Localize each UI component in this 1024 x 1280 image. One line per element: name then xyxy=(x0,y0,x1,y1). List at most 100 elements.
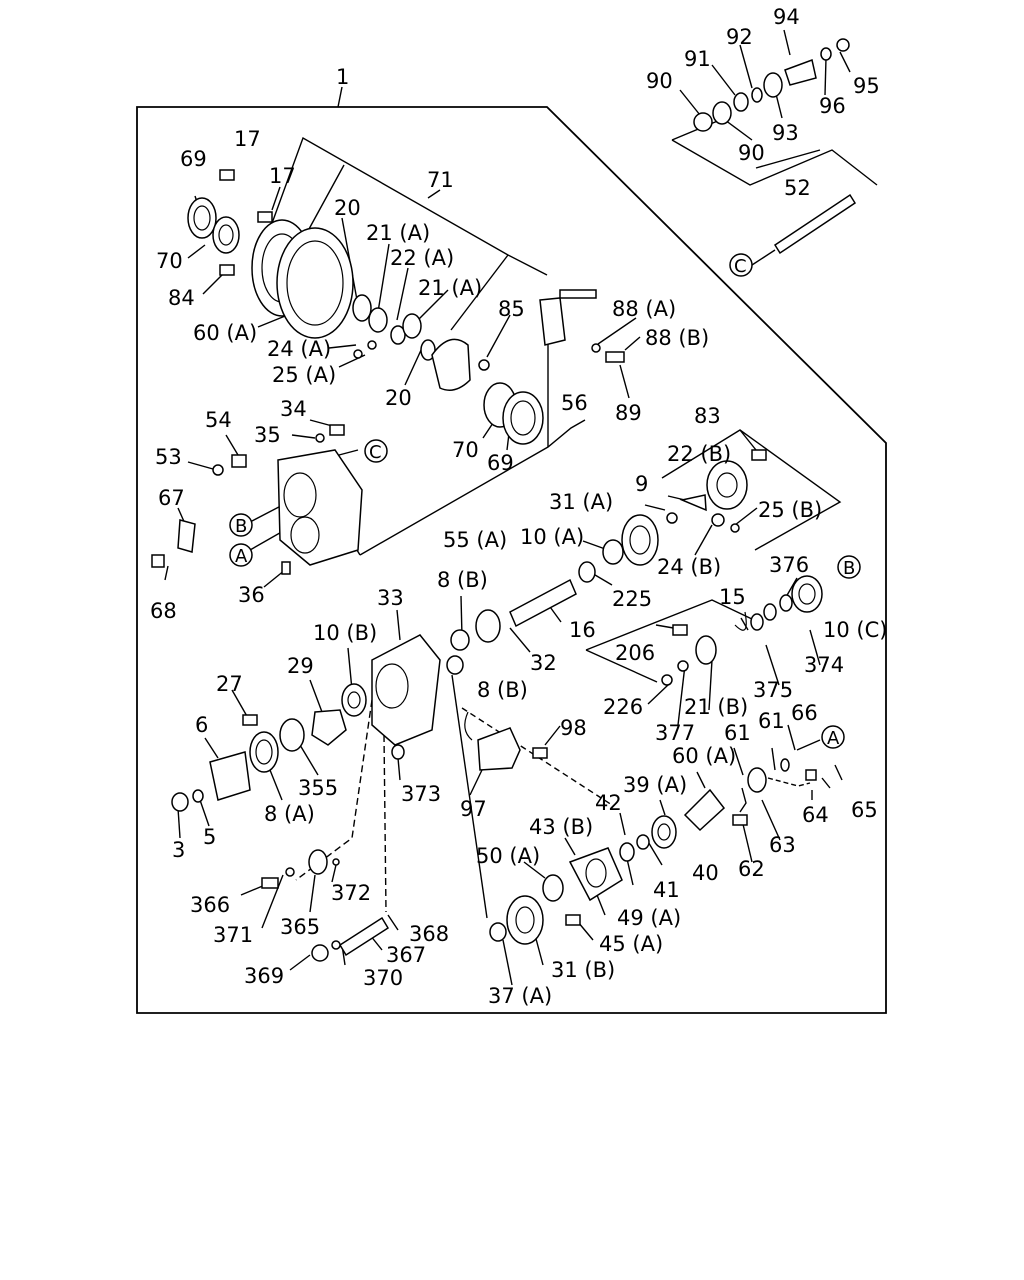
callout-70b: 70 xyxy=(452,438,479,462)
callout-29: 29 xyxy=(287,654,314,678)
reference-marks: C C B B A A xyxy=(229,253,861,749)
callout-22a: 22 (A) xyxy=(390,246,454,270)
callout-226: 226 xyxy=(603,695,643,719)
callout-39a: 39 (A) xyxy=(623,773,687,797)
callout-65: 65 xyxy=(851,798,878,822)
callout-377: 377 xyxy=(655,721,695,745)
callout-88a: 88 (A) xyxy=(612,297,676,321)
callout-31a: 31 (A) xyxy=(549,490,613,514)
callout-27: 27 xyxy=(216,672,243,696)
ref-mark-a-housing: A xyxy=(235,546,248,567)
callout-62: 62 xyxy=(738,857,765,881)
ref-mark-c-housing: C xyxy=(369,442,382,463)
callout-355: 355 xyxy=(298,776,338,800)
callout-32: 32 xyxy=(530,651,557,675)
callout-6: 6 xyxy=(195,713,208,737)
callout-labels: 1 17 17 69 70 84 60 (A) 71 20 21 (A) 22 … xyxy=(150,5,887,1008)
callout-85: 85 xyxy=(498,297,525,321)
callout-61b: 61 xyxy=(758,709,785,733)
callout-17a: 17 xyxy=(234,127,261,151)
callout-5: 5 xyxy=(203,825,216,849)
callout-10c: 10 (C) xyxy=(823,618,887,642)
callout-41: 41 xyxy=(653,878,680,902)
callout-1: 1 xyxy=(336,65,349,89)
callout-97: 97 xyxy=(460,797,487,821)
callout-64: 64 xyxy=(802,803,829,827)
callout-42: 42 xyxy=(595,791,622,815)
callout-71: 71 xyxy=(427,168,454,192)
callout-10a: 10 (A) xyxy=(520,525,584,549)
callout-37a: 37 (A) xyxy=(488,984,552,1008)
callout-43b: 43 (B) xyxy=(529,815,593,839)
callout-370: 370 xyxy=(363,966,403,990)
callout-63: 63 xyxy=(769,833,796,857)
callout-40: 40 xyxy=(692,861,719,885)
ref-mark-b-housing: B xyxy=(235,516,247,537)
callout-9: 9 xyxy=(635,472,648,496)
callout-84: 84 xyxy=(168,286,195,310)
parts-drawing xyxy=(151,38,857,962)
callout-20b: 20 xyxy=(385,386,412,410)
callout-21a2: 21 (A) xyxy=(418,276,482,300)
callout-50a: 50 (A) xyxy=(476,844,540,868)
callout-95: 95 xyxy=(853,74,880,98)
callout-22b: 22 (B) xyxy=(667,442,731,466)
ref-mark-b-right: B xyxy=(843,558,855,579)
callout-55a: 55 (A) xyxy=(443,528,507,552)
callout-89: 89 xyxy=(615,401,642,425)
callout-61a: 61 xyxy=(724,721,751,745)
callout-66: 66 xyxy=(791,701,818,725)
callout-25a: 25 (A) xyxy=(272,363,336,387)
callout-45a: 45 (A) xyxy=(599,932,663,956)
leader-lines xyxy=(164,29,878,986)
callout-21b: 21 (B) xyxy=(684,695,748,719)
callout-56: 56 xyxy=(561,391,588,415)
callout-35: 35 xyxy=(254,423,281,447)
callout-93: 93 xyxy=(772,121,799,145)
callout-49a: 49 (A) xyxy=(617,906,681,930)
assembly-frame xyxy=(136,106,887,1014)
callout-91: 91 xyxy=(684,47,711,71)
callout-88b: 88 (B) xyxy=(645,326,709,350)
callout-83: 83 xyxy=(694,404,721,428)
callout-68: 68 xyxy=(150,599,177,623)
callout-31b: 31 (B) xyxy=(551,958,615,982)
callout-225: 225 xyxy=(612,587,652,611)
callout-67: 67 xyxy=(158,486,185,510)
callout-98: 98 xyxy=(560,716,587,740)
callout-60a2: 60 (A) xyxy=(672,744,736,768)
callout-69a: 69 xyxy=(180,147,207,171)
callout-16: 16 xyxy=(569,618,596,642)
callout-8b2: 8 (B) xyxy=(477,678,528,702)
callout-365: 365 xyxy=(280,915,320,939)
callout-371: 371 xyxy=(213,923,253,947)
callout-94: 94 xyxy=(773,5,800,29)
callout-367: 367 xyxy=(386,943,426,967)
ref-mark-c-upper: C xyxy=(734,256,747,277)
callout-368: 368 xyxy=(409,922,449,946)
callout-36: 36 xyxy=(238,583,265,607)
callout-96: 96 xyxy=(819,94,846,118)
callout-369: 369 xyxy=(244,964,284,988)
callout-92: 92 xyxy=(726,25,753,49)
callout-90a: 90 xyxy=(646,69,673,93)
callout-24a: 24 (A) xyxy=(267,337,331,361)
callout-90b: 90 xyxy=(738,141,765,165)
callout-52: 52 xyxy=(784,176,811,200)
callout-15: 15 xyxy=(719,585,746,609)
callout-373: 373 xyxy=(401,782,441,806)
callout-3: 3 xyxy=(172,838,185,862)
callout-53: 53 xyxy=(155,445,182,469)
callout-60a: 60 (A) xyxy=(193,321,257,345)
callout-69b: 69 xyxy=(487,451,514,475)
callout-25b: 25 (B) xyxy=(758,498,822,522)
callout-20a: 20 xyxy=(334,196,361,220)
callout-54: 54 xyxy=(205,408,232,432)
callout-8b1: 8 (B) xyxy=(437,568,488,592)
callout-33: 33 xyxy=(377,586,404,610)
callout-21a1: 21 (A) xyxy=(366,221,430,245)
ref-mark-a-right: A xyxy=(827,728,840,749)
callout-376: 376 xyxy=(769,553,809,577)
callout-8a: 8 (A) xyxy=(264,802,315,826)
